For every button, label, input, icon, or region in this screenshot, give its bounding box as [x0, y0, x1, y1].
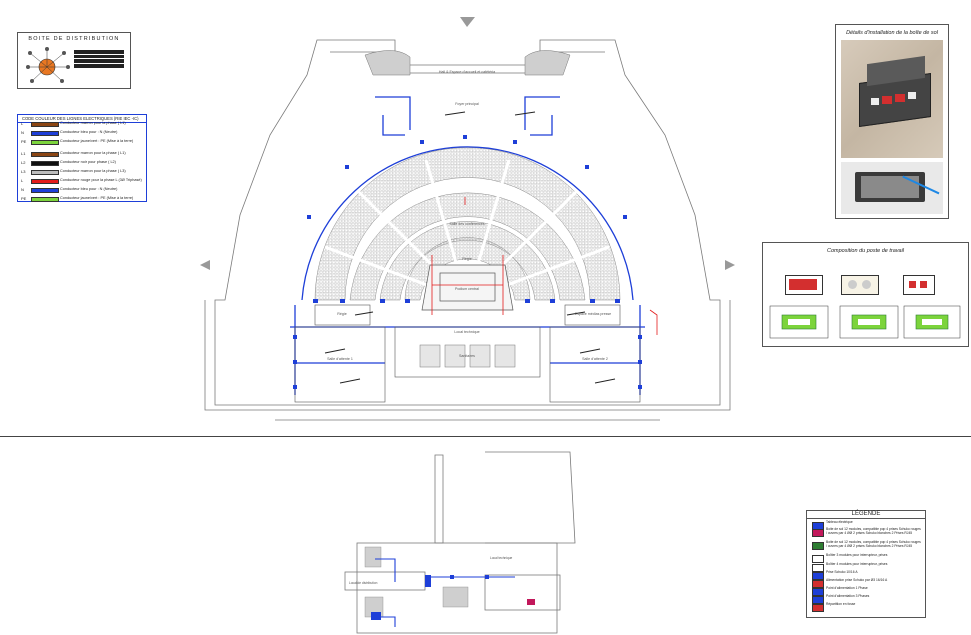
legend-symbol-icon [812, 572, 824, 580]
code-tag: PE [21, 196, 27, 201]
code-row: N Conducteur bleu pour : N (Neutre) [21, 187, 161, 193]
module-red [785, 275, 823, 295]
boite-title: BOITE DE DISTRIBUTION [28, 36, 120, 42]
code-tag: L3 [21, 169, 26, 174]
code-row: PE Conducteur jaune/vert : PE (Mise à la … [21, 196, 161, 202]
plan-label-foyer: Foyer principal [455, 102, 479, 106]
plan-label-attente2: Salle d'attente 2 [582, 357, 608, 361]
svg-text:Local de distribution: Local de distribution [349, 581, 378, 585]
lower-floor-plan: Local de distribution Local technique [344, 451, 576, 634]
wire-color-swatch [31, 179, 59, 184]
legende-title: LÉGENDE [807, 511, 925, 519]
legend-symbol-icon [812, 604, 824, 612]
legend-text: Boîtier 4 modules pour interrupteur, pri… [826, 562, 888, 566]
code-text: Conducteur jaune/vert : PE (Mise à la te… [60, 196, 134, 200]
legend-symbol-icon [812, 580, 824, 588]
plan-label-attente1: Salle d'attente 1 [327, 357, 353, 361]
code-title: CODE COULEUR DES LIGNES ELECTRIQUES (RIE… [22, 116, 139, 121]
wire-color-swatch [31, 197, 59, 202]
wire-color-swatch [31, 152, 59, 157]
wire-color-swatch [31, 188, 59, 193]
legend-symbol-icon [812, 529, 824, 537]
legend-item: Alimentation prise Schuko par Ø3 16/16 A [810, 578, 926, 588]
legend-item: Boite de sol 12 modules, compatible pop … [810, 527, 926, 537]
plan-label-local: Local technique [454, 330, 479, 334]
legend-text: Répartition en fosse [826, 602, 856, 606]
legend-item: Boîtier 4 modules pour interrupteur, pri… [810, 562, 926, 572]
boite-key [74, 50, 124, 72]
module-white [841, 275, 879, 295]
code-row: L2 Conducteur noir pour phase ( L2) [21, 160, 161, 166]
code-row: L Conducteur rouge pour la phase L (3Ø Tr… [21, 178, 161, 184]
legend-text: Alimentation prise Schuko par Ø3 16/16 A [826, 578, 888, 582]
legend-symbol-icon [812, 596, 824, 604]
plan-label-regie: Régie [462, 257, 471, 261]
code-row: L1 Conducteur marron pour la phase ( L1) [21, 151, 161, 157]
code-text: Conducteur marron pour la phase ( L1) [60, 121, 126, 125]
code-tag: L [21, 178, 24, 183]
sheet-divider [0, 436, 971, 437]
floor-box-photo [841, 40, 943, 158]
details-panel: Détails d'installation de la boîte de so… [835, 24, 949, 219]
code-text: Conducteur rouge pour la phase L (3Ø Tri… [60, 178, 142, 182]
legend-text: Point d'alimentation 3 Phases [826, 594, 870, 598]
legend-symbol-icon [812, 555, 824, 563]
legend-symbol-icon [812, 542, 824, 550]
poste-plans [769, 305, 961, 339]
legend-item: Boîtier 3 modules pour interrupteur, pri… [810, 553, 926, 563]
legend-text: Boîtier 3 modules pour interrupteur, pri… [826, 553, 888, 557]
code-tag: N [21, 187, 24, 192]
wire-color-swatch [31, 140, 59, 145]
plan-label-hall: Hall & Espace d'accueil et cafétéria [439, 70, 495, 74]
legend-text: Boite de sol 12 modules, compatible pop … [826, 527, 921, 535]
legend-text: Boite de sol 12 modules, compatible pop … [826, 540, 921, 548]
code-row: L3 Conducteur marron pour la phase ( L3) [21, 169, 161, 175]
legend-symbol-icon [812, 564, 824, 572]
distribution-box-icon [26, 47, 70, 83]
code-tag: N [21, 130, 24, 135]
code-text: Conducteur marron pour la phase ( L3) [60, 169, 126, 173]
code-tag: L1 [21, 151, 26, 156]
code-tag: L [21, 121, 24, 126]
code-row: L Conducteur marron pour la phase ( L1) [21, 121, 161, 127]
legend-item: Prise Schuko 10/16 A [810, 570, 926, 580]
code-row: N Conducteur bleu pour : N (Neutre) [21, 130, 161, 136]
legend-text: Point d'alimentation 1 Phase [826, 586, 868, 590]
legend-text: Prise Schuko 10/16 A [826, 570, 858, 574]
poste-panel: Composition du poste de travail [762, 242, 969, 347]
legend-item: Point d'alimentation 1 Phase [810, 586, 926, 596]
plan-label-salle: Salle des conférences [449, 222, 485, 226]
code-couleur-panel: CODE COULEUR DES LIGNES ELECTRIQUES (RIE… [17, 114, 147, 202]
legend-item: Point d'alimentation 3 Phases [810, 594, 926, 604]
code-text: Conducteur noir pour phase ( L2) [60, 160, 116, 164]
module-rj45 [903, 275, 935, 295]
poste-title: Composition du poste de travail [826, 248, 905, 254]
wire-color-swatch [31, 131, 59, 136]
plan-label-presse: Espace médias presse [575, 312, 611, 316]
code-text: Conducteur marron pour la phase ( L1) [60, 151, 126, 155]
legend-item: Répartition en fosse [810, 602, 926, 612]
wire-color-swatch [31, 161, 59, 166]
svg-text:Local technique: Local technique [490, 556, 513, 560]
plan-label-regie-left: Régie [337, 312, 346, 316]
legend-text: Tableau électrique [826, 520, 853, 524]
code-text: Conducteur bleu pour : N (Neutre) [60, 187, 118, 191]
wire-color-swatch [31, 122, 59, 127]
plan-label-podium: Podium central [455, 287, 479, 291]
floor-box-closed-photo [841, 162, 943, 214]
code-tag: L2 [21, 160, 26, 165]
legend-symbol-icon [812, 588, 824, 596]
plan-label-sanitaires: Sanitaires [459, 354, 475, 358]
code-text: Conducteur jaune/vert : PE (Mise à la te… [60, 139, 134, 143]
legend-item: Boite de sol 12 modules, compatible pop … [810, 540, 926, 550]
auditorium-floor-plan: Hall & Espace d'accueil et cafétéria Foy… [200, 17, 735, 421]
code-text: Conducteur bleu pour : N (Neutre) [60, 130, 118, 134]
details-title: Détails d'installation de la boîte de so… [846, 30, 938, 36]
code-row: PE Conducteur jaune/vert : PE (Mise à la … [21, 139, 161, 145]
code-tag: PE [21, 139, 27, 144]
wire-color-swatch [31, 170, 59, 175]
boite-distribution-panel: BOITE DE DISTRIBUTION [17, 32, 131, 89]
